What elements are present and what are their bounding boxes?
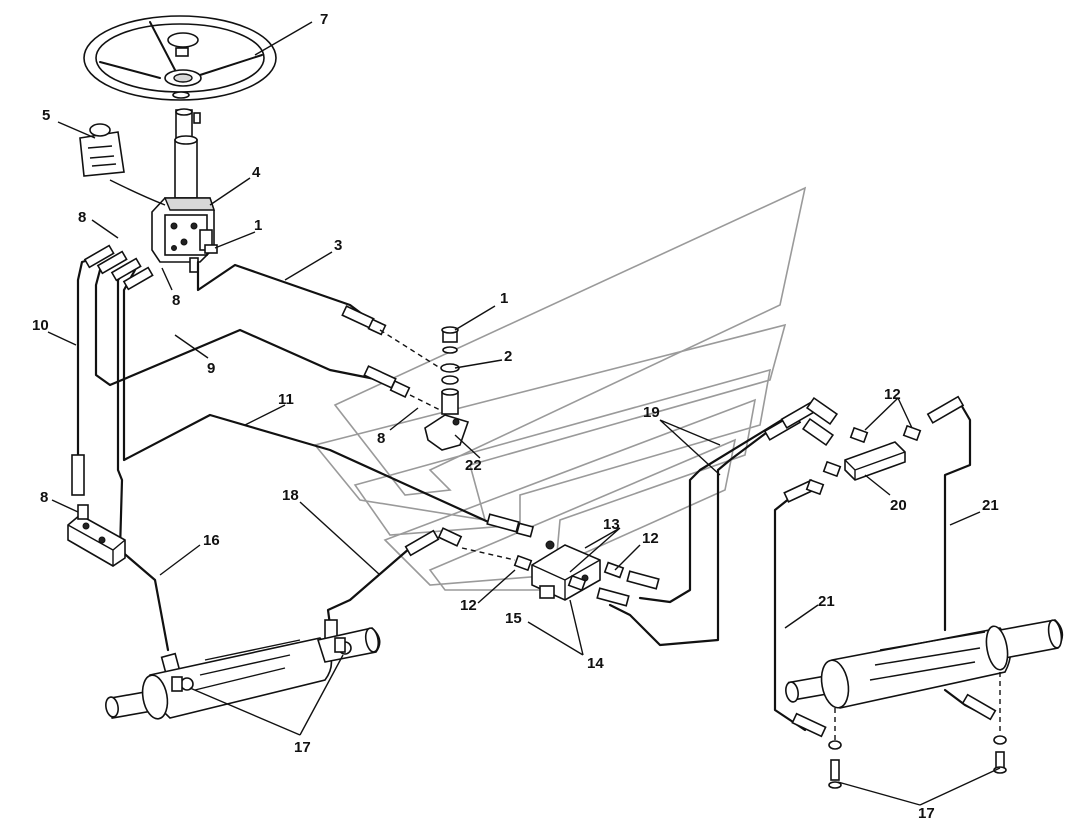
- callout-18: 18: [282, 487, 299, 504]
- callout-labels: 7 5 4 8 1 3 8 1 10 2 9 11 19 12 8 22 18 …: [32, 11, 999, 822]
- seal-kit-bag: [79, 123, 166, 206]
- callout-12-b: 12: [642, 530, 659, 547]
- left-steering-cylinder: [105, 627, 381, 720]
- callout-10: 10: [32, 317, 49, 334]
- callout-8-b: 8: [172, 292, 180, 309]
- callout-17-a: 17: [294, 739, 311, 756]
- steering-wheel: [83, 15, 277, 101]
- mounting-bracket: [67, 504, 126, 567]
- callout-8-a: 8: [78, 209, 86, 226]
- manifold-block: [461, 540, 625, 601]
- callout-7: 7: [320, 11, 328, 28]
- tee-block: [805, 424, 922, 496]
- callout-12-a: 12: [884, 386, 901, 403]
- callout-22: 22: [465, 457, 482, 474]
- callout-20: 20: [890, 497, 907, 514]
- callout-13: 13: [603, 516, 620, 533]
- callout-11: 11: [278, 391, 294, 408]
- callout-1-a: 1: [254, 217, 262, 234]
- callout-15: 15: [505, 610, 522, 627]
- watermark-logo: [313, 186, 807, 591]
- right-steering-cylinder: [785, 619, 1064, 789]
- leader-lines: [47, 21, 1001, 806]
- callout-3: 3: [334, 237, 342, 254]
- callout-8-d: 8: [40, 489, 48, 506]
- callout-17-b: 17: [918, 805, 935, 822]
- callout-14: 14: [587, 655, 604, 672]
- callout-21-a: 21: [982, 497, 999, 514]
- callout-21-b: 21: [818, 593, 835, 610]
- steering-column: [174, 108, 201, 199]
- callout-1-b: 1: [500, 290, 508, 307]
- hose-fittings: [71, 244, 997, 738]
- callout-16: 16: [203, 532, 220, 549]
- callout-4: 4: [252, 164, 261, 181]
- callout-9: 9: [207, 360, 215, 377]
- callout-12-c: 12: [460, 597, 477, 614]
- relief-valve-assembly: [379, 326, 470, 451]
- steering-control-unit: [151, 197, 218, 273]
- callout-5: 5: [42, 107, 50, 124]
- callout-2: 2: [504, 348, 512, 365]
- callout-19: 19: [643, 404, 660, 421]
- callout-8-c: 8: [377, 430, 385, 447]
